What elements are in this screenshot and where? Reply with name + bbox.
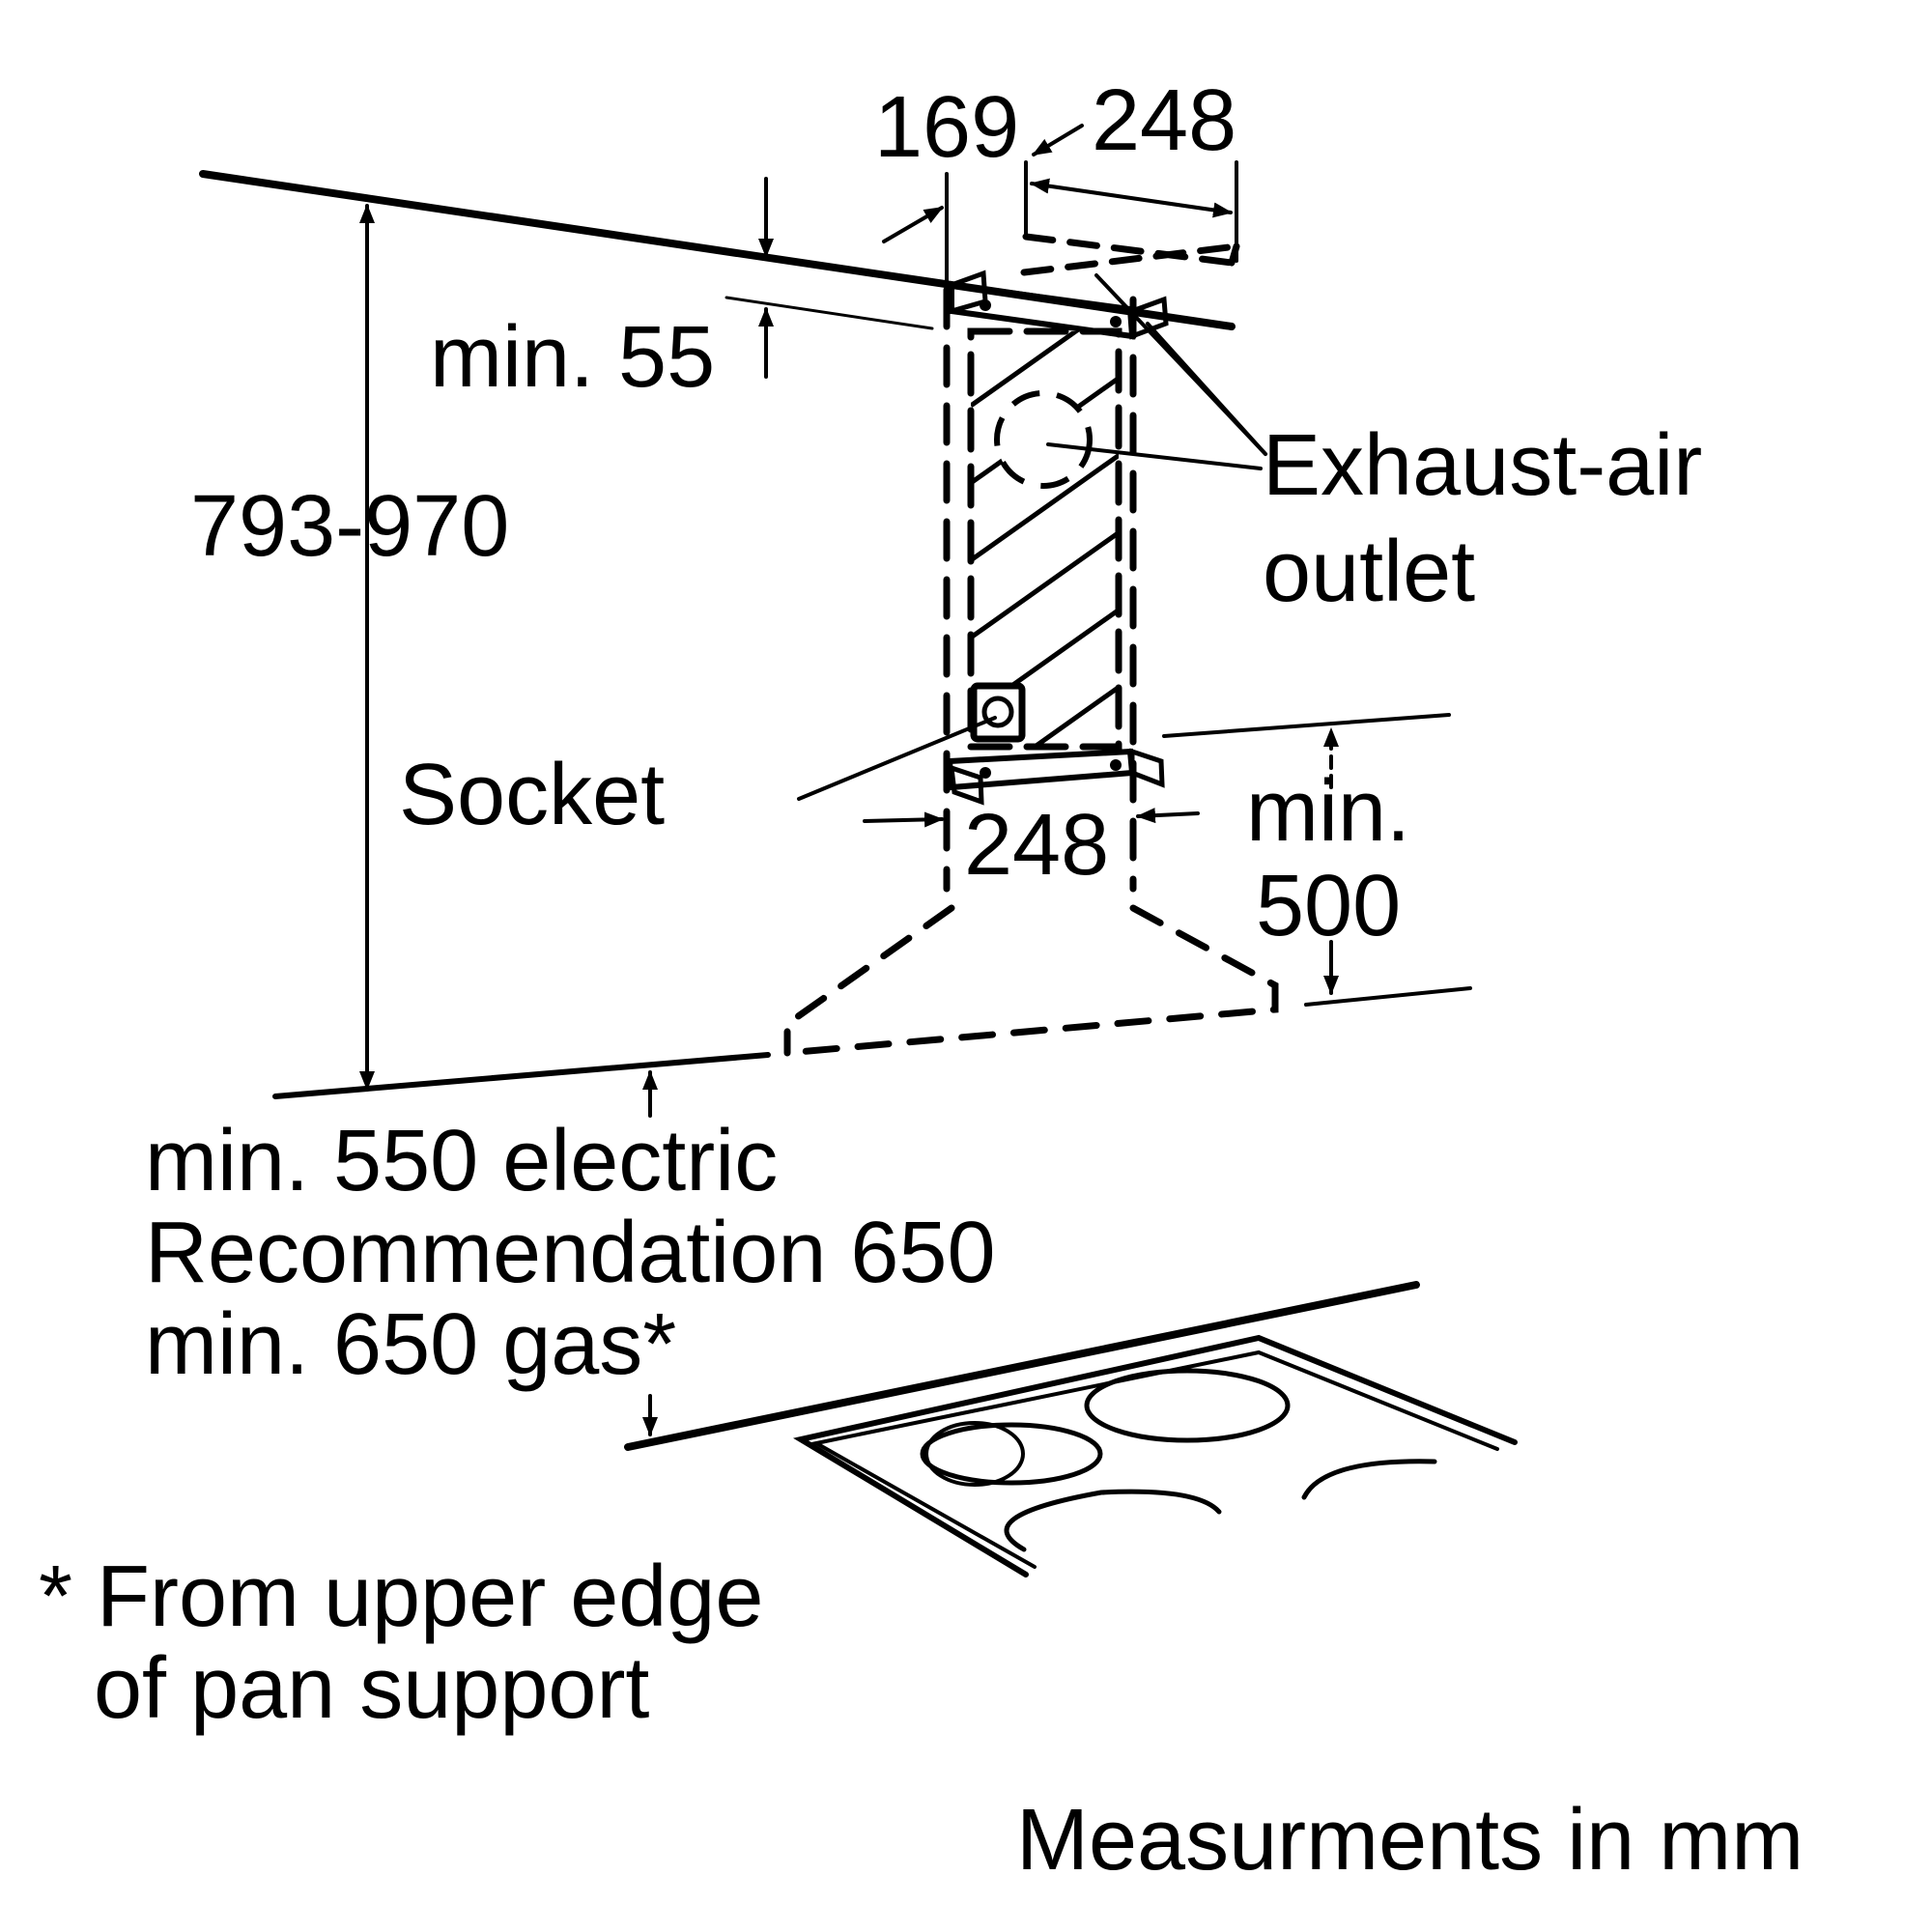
dim-169-arrow [882, 206, 944, 243]
dim-min-500-label-line2: 500 [1256, 858, 1401, 954]
dim-248-pointer [1032, 124, 1084, 156]
clearance-line1: min. 550 electric [145, 1113, 778, 1209]
dim-total-height-label: 793-970 [190, 478, 509, 575]
dim-500-top-ref [1162, 713, 1451, 738]
socket-leader [797, 716, 997, 801]
exhaust-label-line2: outlet [1263, 524, 1475, 620]
footnote-line2: of pan support [94, 1640, 649, 1737]
dim-min-55-label: min. 55 [430, 309, 715, 406]
dim-min-500-label-line1: min. [1246, 763, 1410, 860]
clearance-line3: min. 650 gas* [145, 1296, 676, 1393]
hood-canopy-outline [783, 904, 1279, 1057]
lower-bracket [946, 748, 1165, 806]
exhaust-outlet-circle [994, 390, 1093, 489]
dim-248-bottom-left-arrow [863, 811, 944, 828]
hob-illustration [624, 1281, 1518, 1577]
dim-248-top-line [1030, 178, 1233, 218]
dim-248-bottom-right-arrow [1136, 808, 1200, 824]
footnote-line1: * From upper edge [39, 1548, 763, 1645]
clearance-line2: Recommendation 650 [145, 1205, 996, 1301]
dim-55-ref-line [724, 296, 934, 330]
exhaust-label-line1: Exhaust-air [1263, 417, 1702, 514]
hood-top-outline [1020, 233, 1240, 276]
hood-bottom-line [272, 1052, 771, 1099]
dim-169-label: 169 [874, 79, 1019, 176]
socket-icon [970, 682, 1026, 743]
pan-support-line [624, 1281, 1420, 1451]
dim-248-top-label: 248 [1092, 72, 1236, 169]
exhaust-leader-2 [1146, 322, 1267, 456]
units-note: Measurments in mm [1016, 1792, 1804, 1889]
upper-bracket [949, 270, 1169, 340]
dim-248-bottom-label: 248 [964, 797, 1109, 894]
exhaust-leader-3 [1046, 442, 1263, 470]
hood-level-line-right [1304, 986, 1472, 1007]
socket-label: Socket [399, 747, 665, 843]
